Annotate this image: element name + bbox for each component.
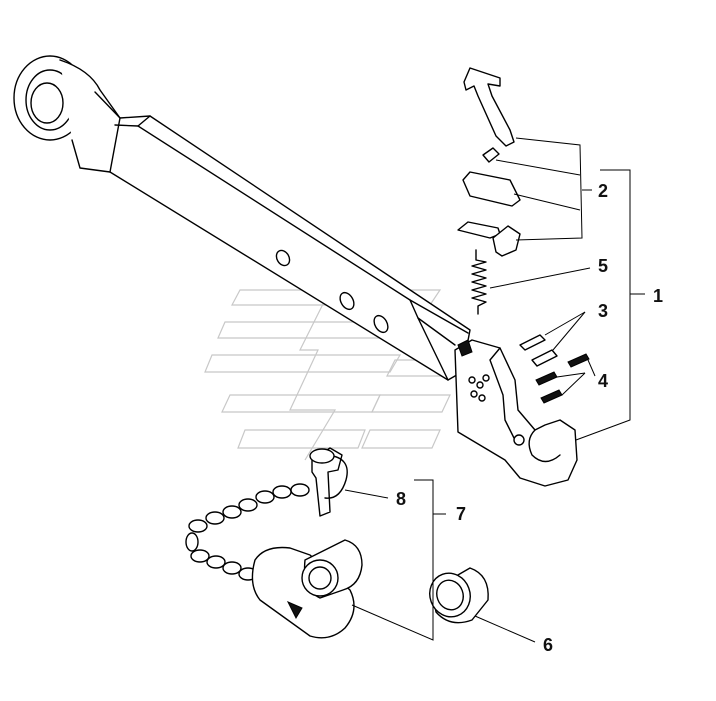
hook-assembly <box>454 339 578 487</box>
callout-6: 6 <box>543 635 554 655</box>
callout-2: 2 <box>598 181 609 201</box>
pins-and-springs <box>519 334 590 404</box>
lock-pin-and-chain <box>185 447 348 581</box>
callout-3: 3 <box>598 301 609 321</box>
callout-8: 8 <box>396 489 407 509</box>
latch-parts <box>457 67 521 257</box>
callout-7: 7 <box>456 504 467 524</box>
leader-lines <box>344 137 645 643</box>
lower-link-arm <box>13 55 471 381</box>
pin-bracket <box>251 539 363 639</box>
callout-1: 1 <box>653 286 664 306</box>
spring <box>471 249 487 315</box>
callout-4: 4 <box>598 371 609 391</box>
bushing <box>429 567 489 624</box>
callout-5: 5 <box>598 256 609 276</box>
